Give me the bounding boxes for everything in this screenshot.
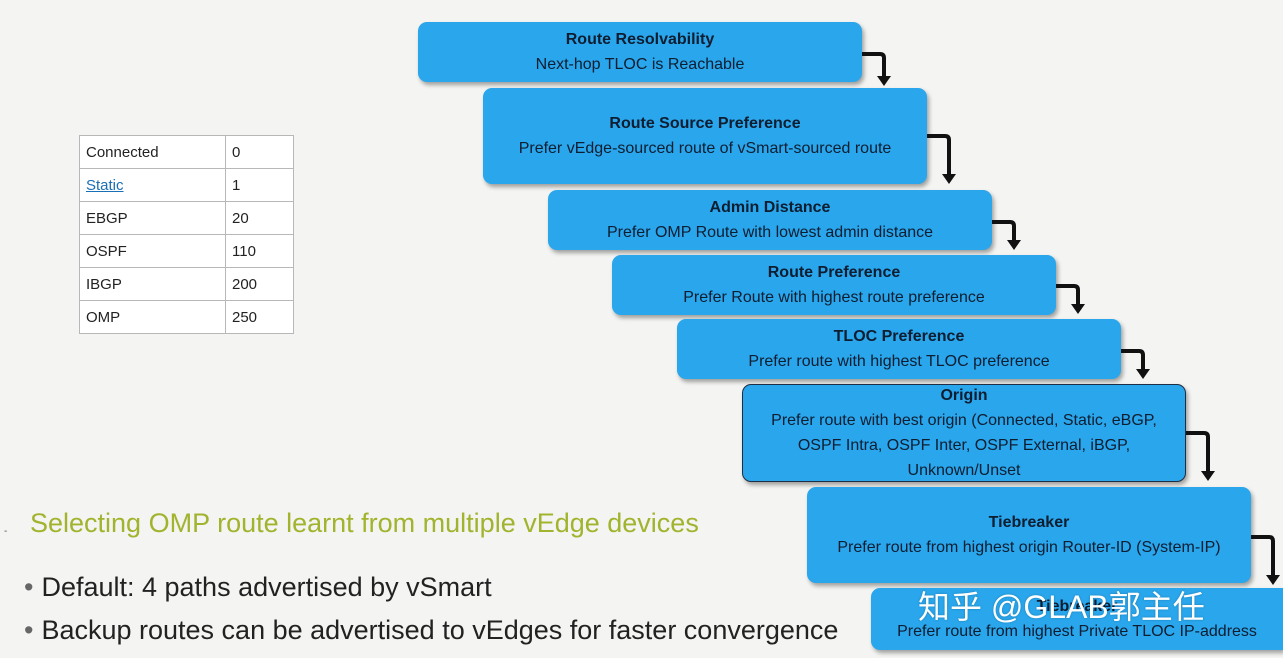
step-title: Tiebreaker: [988, 514, 1070, 531]
step-description: Prefer route with highest TLOC preferenc…: [748, 353, 1050, 370]
protocol-cell: Static: [79, 168, 226, 202]
protocol-cell: EBGP: [79, 201, 226, 235]
step-description: Prefer route with best origin (Connected…: [771, 412, 1157, 429]
arrow-down-icon: [1186, 431, 1215, 481]
section-title: Selecting OMP route learnt from multiple…: [30, 508, 699, 538]
table-row: Connected 0: [79, 135, 294, 169]
protocol-cell: IBGP: [79, 267, 226, 301]
step-description: Next-hop TLOC is Reachable: [535, 56, 745, 73]
step-title: Admin Distance: [709, 199, 831, 216]
step-description: Prefer OMP Route with lowest admin dista…: [606, 224, 934, 241]
admin-distance-table: Connected 0 Static 1 EBGP 20 OSPF 110 IB…: [79, 135, 294, 334]
step-origin: Origin Prefer route with best origin (Co…: [742, 384, 1186, 482]
distance-cell: 20: [225, 201, 294, 235]
step-title: Origin: [940, 387, 988, 404]
step-title: Tiebreaker: [1036, 598, 1118, 615]
step-description: Prefer route from highest Private TLOC I…: [897, 623, 1257, 640]
arrow-down-icon: [992, 220, 1021, 250]
step-tloc-preference: TLOC Preference Prefer route with highes…: [677, 319, 1121, 379]
table-row: OMP 250: [79, 300, 294, 334]
table-row: EBGP 20: [79, 201, 294, 235]
step-description: Prefer route from highest origin Router-…: [837, 539, 1221, 556]
bullet-item: •Default: 4 paths advertised by vSmart: [24, 572, 492, 603]
table-row: OSPF 110: [79, 234, 294, 268]
distance-cell: 200: [225, 267, 294, 301]
bullet-text: Backup routes can be advertised to vEdge…: [41, 615, 839, 645]
protocol-cell: OSPF: [79, 234, 226, 268]
arrow-down-icon: [927, 134, 956, 184]
bullet-text: Default: 4 paths advertised by vSmart: [41, 572, 492, 602]
step-description: OSPF Intra, OSPF Inter, OSPF External, i…: [797, 437, 1131, 454]
watermark: 知乎 @GLAB郭主任: [918, 589, 1205, 625]
bullet-icon: •: [24, 572, 34, 602]
distance-cell: 0: [225, 135, 294, 169]
step-description: Prefer vEdge-sourced route of vSmart-sou…: [518, 140, 892, 157]
arrow-down-icon: [1121, 349, 1150, 379]
arrow-down-icon: [1251, 535, 1280, 585]
distance-cell: 110: [225, 234, 294, 268]
bullet-item: •Backup routes can be advertised to vEdg…: [24, 615, 838, 646]
step-admin-distance: Admin Distance Prefer OMP Route with low…: [548, 190, 992, 250]
step-tiebreaker-private-tloc: Tiebreaker Prefer route from highest Pri…: [871, 588, 1283, 650]
distance-cell: 1: [225, 168, 294, 202]
step-route-preference: Route Preference Prefer Route with highe…: [612, 255, 1056, 315]
arrow-down-icon: [862, 52, 891, 86]
protocol-cell: OMP: [79, 300, 226, 334]
step-title: Route Source Preference: [609, 115, 801, 132]
dash-mark: -: [4, 526, 8, 537]
step-route-resolvability: Route Resolvability Next-hop TLOC is Rea…: [418, 22, 862, 82]
step-route-source-preference: Route Source Preference Prefer vEdge-sou…: [483, 88, 927, 184]
table-row: Static 1: [79, 168, 294, 202]
static-link[interactable]: Static: [86, 176, 124, 194]
protocol-cell: Connected: [79, 135, 226, 169]
step-title: Route Preference: [767, 264, 901, 281]
step-tiebreaker-router-id: Tiebreaker Prefer route from highest ori…: [807, 487, 1251, 583]
table-row: IBGP 200: [79, 267, 294, 301]
step-title: Route Resolvability: [565, 31, 715, 48]
bullet-icon: •: [24, 615, 34, 645]
step-title: TLOC Preference: [833, 328, 965, 345]
arrow-down-icon: [1056, 284, 1085, 314]
distance-cell: 250: [225, 300, 294, 334]
step-description: Unknown/Unset: [907, 462, 1021, 479]
step-description: Prefer Route with highest route preferen…: [683, 289, 985, 306]
